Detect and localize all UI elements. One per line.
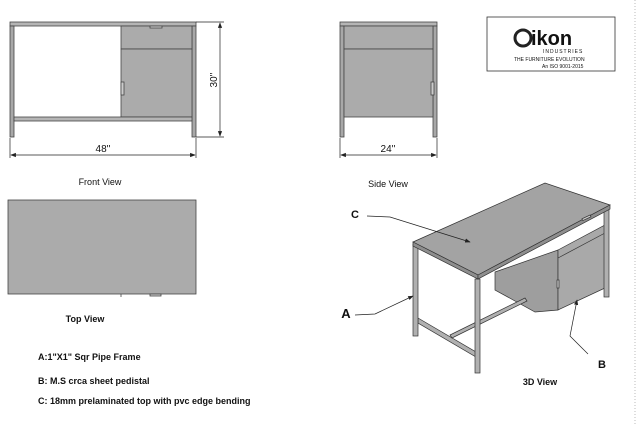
drawer-handle [149, 25, 163, 29]
legend-item-b: B: M.S crca sheet pedistal [38, 376, 150, 386]
side-view [339, 21, 438, 138]
front-dimensions [9, 21, 224, 158]
callout-a: A [341, 306, 351, 321]
legend-item-c: C: 18mm prelaminated top with pvc edge b… [38, 396, 251, 406]
logo-sub: INDUSTRIES [543, 49, 583, 55]
width-dimension: 48'' [96, 144, 111, 155]
front-view-title: Front View [79, 177, 122, 187]
leg-back-right [603, 206, 610, 298]
top-view-title: Top View [66, 314, 106, 324]
front-drawer [120, 25, 193, 50]
cabinet-handle [120, 81, 125, 96]
cabinet-side [494, 249, 559, 313]
iso-view-title: 3D View [523, 377, 558, 387]
cabinet-front [557, 224, 606, 311]
callouts [354, 215, 589, 355]
cross-rail [449, 297, 528, 339]
depth-dimension: 24'' [381, 144, 396, 155]
front-top [9, 21, 197, 27]
height-dimension: 30'' [209, 72, 220, 87]
front-bottom-rail [13, 116, 193, 122]
legend-item-a: A:1"X1" Sqr Pipe Frame [38, 352, 141, 362]
logo-tagline: THE FURNITURE EVOLUTION [514, 57, 585, 63]
side-rail [417, 317, 477, 358]
front-cabinet [120, 48, 193, 118]
side-view-title: Side View [368, 179, 408, 189]
logo-cert: An ISO 9001-2015 [542, 64, 584, 70]
company-logo: ikon INDUSTRIES THE FURNITURE EVOLUTION … [486, 16, 616, 72]
callout-c: C [351, 209, 359, 221]
front-view [9, 21, 197, 138]
side-dimensions [339, 138, 438, 158]
top-view [7, 199, 197, 297]
logo-brand: ikon [531, 28, 572, 50]
callout-b: B [598, 359, 606, 371]
iso-view [412, 182, 611, 374]
logo-mark-icon [513, 28, 533, 48]
front-leg-right [191, 25, 197, 138]
front-leg-left [9, 25, 15, 138]
leg-front-left [412, 243, 419, 337]
leg-front-right [474, 278, 481, 374]
